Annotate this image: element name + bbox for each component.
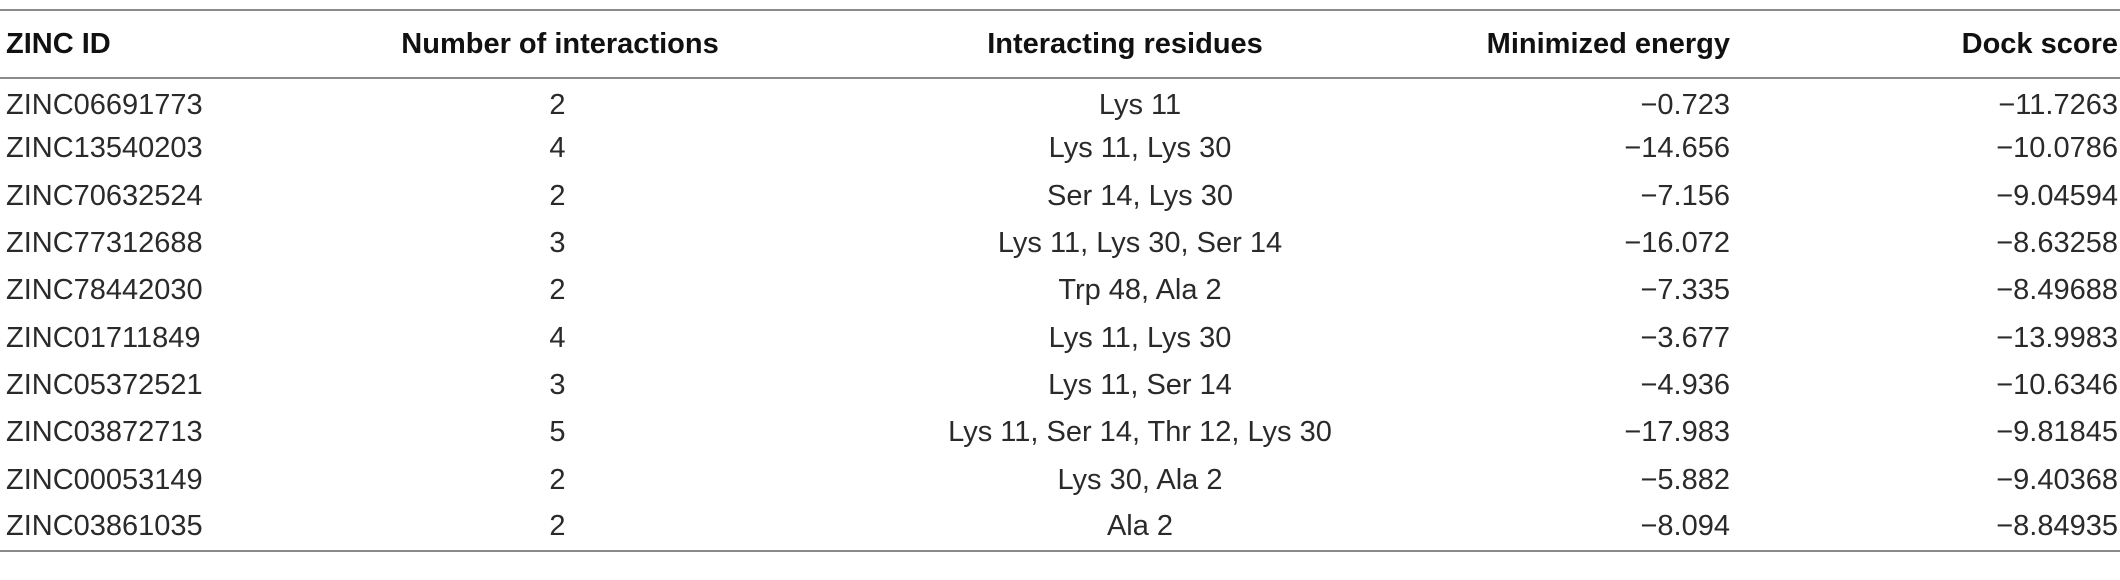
header-interacting-residues: Interacting residues xyxy=(987,27,1263,60)
table-row: ZINC03861035 2 Ala 2 −8.094 −8.84935 xyxy=(0,504,2120,551)
cell-minimized-energy: −16.072 xyxy=(1624,227,1730,260)
cell-number-of-interactions: 3 xyxy=(549,227,566,260)
cell-minimized-energy: −3.677 xyxy=(1640,321,1730,354)
table-row: ZINC13540203 4 Lys 11, Lys 30 −14.656 −1… xyxy=(0,125,2120,172)
cell-interacting-residues: Lys 11, Ser 14, Thr 12, Lys 30 xyxy=(948,416,1332,449)
cell-minimized-energy: −0.723 xyxy=(1640,88,1730,121)
cell-number-of-interactions: 3 xyxy=(549,368,566,401)
cell-zinc-id: ZINC13540203 xyxy=(6,132,203,165)
cell-number-of-interactions: 2 xyxy=(549,179,566,212)
cell-interacting-residues: Trp 48, Ala 2 xyxy=(1058,274,1222,307)
cell-interacting-residues: Lys 30, Ala 2 xyxy=(1057,463,1223,496)
cell-minimized-energy: −8.094 xyxy=(1640,510,1730,543)
table-row: ZINC70632524 2 Ser 14, Lys 30 −7.156 −9.… xyxy=(0,173,2120,220)
cell-interacting-residues: Lys 11 xyxy=(1098,88,1182,121)
cell-dock-score: −10.6346 xyxy=(1996,368,2118,401)
cell-number-of-interactions: 4 xyxy=(549,321,566,354)
cell-zinc-id: ZINC03872713 xyxy=(6,416,203,449)
cell-minimized-energy: −7.335 xyxy=(1640,274,1730,307)
table-row: ZINC00053149 2 Lys 30, Ala 2 −5.882 −9.4… xyxy=(0,456,2120,503)
cell-minimized-energy: −4.936 xyxy=(1640,368,1730,401)
table-row: ZINC78442030 2 Trp 48, Ala 2 −7.335 −8.4… xyxy=(0,267,2120,314)
table-body: ZINC06691773 2 Lys 11 −0.723 −11.7263 ZI… xyxy=(0,78,2120,551)
cell-zinc-id: ZINC03861035 xyxy=(6,510,203,543)
cell-number-of-interactions: 2 xyxy=(549,274,566,307)
cell-interacting-residues: Lys 11, Lys 30, Ser 14 xyxy=(997,227,1283,260)
cell-number-of-interactions: 2 xyxy=(549,463,566,496)
cell-number-of-interactions: 5 xyxy=(549,416,566,449)
cell-dock-score: −8.63258 xyxy=(1996,227,2118,260)
header-dock-score: Dock score xyxy=(1961,27,2118,60)
cell-interacting-residues: Lys 11, Lys 30 xyxy=(1048,321,1232,354)
table-header: ZINC ID Number of interactions Interacti… xyxy=(0,10,2120,78)
table-row: ZINC03872713 5 Lys 11, Ser 14, Thr 12, L… xyxy=(0,409,2120,456)
cell-zinc-id: ZINC05372521 xyxy=(6,368,203,401)
cell-zinc-id: ZINC00053149 xyxy=(6,463,203,496)
docking-results-table: ZINC ID Number of interactions Interacti… xyxy=(0,9,2120,552)
table-row: ZINC77312688 3 Lys 11, Lys 30, Ser 14 −1… xyxy=(0,220,2120,267)
cell-zinc-id: ZINC06691773 xyxy=(6,88,203,121)
cell-number-of-interactions: 2 xyxy=(549,88,566,121)
table-row: ZINC05372521 3 Lys 11, Ser 14 −4.936 −10… xyxy=(0,362,2120,409)
cell-dock-score: −13.9983 xyxy=(1996,321,2118,354)
cell-interacting-residues: Ser 14, Lys 30 xyxy=(1047,179,1233,212)
header-minimized-energy: Minimized energy xyxy=(1486,27,1730,60)
table-row: ZINC06691773 2 Lys 11 −0.723 −11.7263 xyxy=(0,78,2120,125)
table-row: ZINC01711849 4 Lys 11, Lys 30 −3.677 −13… xyxy=(0,314,2120,361)
cell-dock-score: −8.84935 xyxy=(1996,510,2118,543)
cell-dock-score: −9.04594 xyxy=(1996,179,2118,212)
cell-minimized-energy: −14.656 xyxy=(1624,132,1730,165)
cell-dock-score: −9.81845 xyxy=(1996,416,2118,449)
cell-minimized-energy: −7.156 xyxy=(1640,179,1730,212)
cell-interacting-residues: Ala 2 xyxy=(1106,510,1174,543)
cell-zinc-id: ZINC78442030 xyxy=(6,274,203,307)
cell-minimized-energy: −17.983 xyxy=(1624,416,1730,449)
cell-interacting-residues: Lys 11, Ser 14 xyxy=(1048,368,1232,401)
cell-zinc-id: ZINC01711849 xyxy=(6,321,201,354)
cell-dock-score: −8.49688 xyxy=(1996,274,2118,307)
cell-interacting-residues: Lys 11, Lys 30 xyxy=(1048,132,1232,165)
cell-zinc-id: ZINC77312688 xyxy=(6,227,203,260)
header-row: ZINC ID Number of interactions Interacti… xyxy=(0,10,2120,78)
cell-dock-score: −11.7263 xyxy=(1998,88,2118,121)
header-zinc-id: ZINC ID xyxy=(6,27,111,60)
cell-dock-score: −9.40368 xyxy=(1996,463,2118,496)
cell-zinc-id: ZINC70632524 xyxy=(6,179,203,212)
cell-minimized-energy: −5.882 xyxy=(1640,463,1730,496)
cell-number-of-interactions: 2 xyxy=(549,510,566,543)
cell-dock-score: −10.0786 xyxy=(1996,132,2118,165)
header-number-of-interactions: Number of interactions xyxy=(401,27,719,60)
cell-number-of-interactions: 4 xyxy=(549,132,566,165)
